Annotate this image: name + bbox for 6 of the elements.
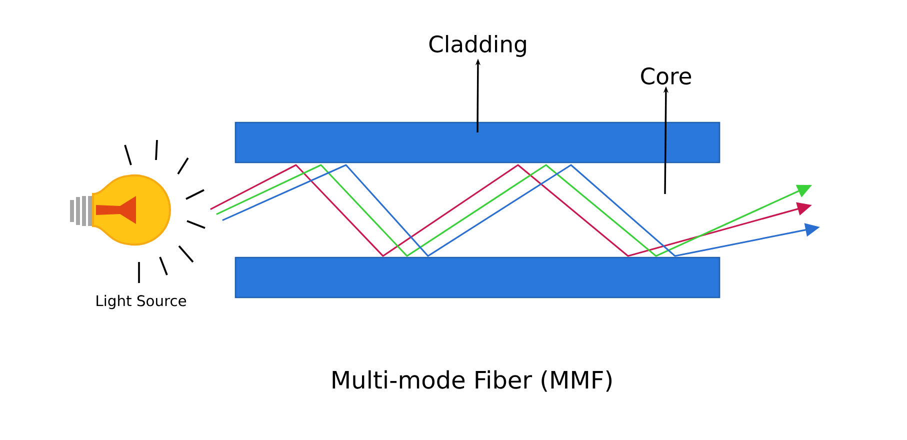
part-label: Core bbox=[641, 67, 692, 85]
part-label: Cladding bbox=[429, 35, 526, 57]
caption: Multi-mode Fiber (MMF) bbox=[332, 370, 612, 392]
cladding-bar bbox=[234, 256, 720, 298]
light-source-label: Light Source bbox=[96, 294, 186, 310]
cladding-bar bbox=[234, 122, 720, 164]
